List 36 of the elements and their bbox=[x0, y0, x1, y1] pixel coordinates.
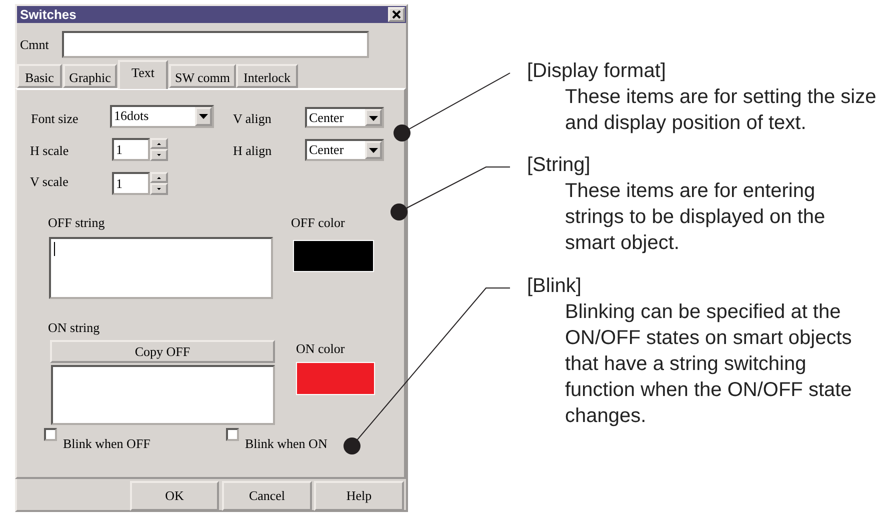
tab: Text bbox=[118, 60, 168, 89]
field-label: V scale bbox=[30, 174, 68, 190]
leader-line bbox=[394, 72, 510, 142]
field-label: V align bbox=[233, 111, 272, 127]
callout-heading: [String] bbox=[527, 153, 590, 178]
field-label: Font size bbox=[31, 111, 78, 127]
checkbox-label: Blink when ON bbox=[245, 436, 328, 452]
callout-description: Blinking can be specified at the ON/OFF states on smart objects that have a string switching function when the ON/OFF state changes. bbox=[565, 300, 853, 429]
tab: Basic bbox=[17, 64, 62, 88]
callout-heading: [Display format] bbox=[527, 59, 666, 84]
field-label: Cmnt bbox=[20, 37, 49, 53]
field-label: ON string bbox=[48, 320, 100, 336]
leader-line bbox=[344, 288, 510, 454]
tab: SW comm bbox=[169, 64, 236, 88]
help-button: Help bbox=[314, 481, 404, 511]
number-field: 1 bbox=[112, 172, 150, 195]
field-label: H align bbox=[233, 143, 272, 159]
tab: Graphic bbox=[63, 64, 117, 88]
number-field: 1 bbox=[112, 138, 150, 161]
callout-description: These items are for setting the size and display position of text. bbox=[565, 85, 877, 136]
copy-button: Copy OFF bbox=[50, 340, 275, 363]
dropdown-field: Center bbox=[305, 139, 384, 161]
callout-heading: [Blink] bbox=[527, 274, 582, 299]
leader-line bbox=[390, 166, 510, 220]
field-label: OFF color bbox=[291, 215, 345, 231]
checkbox-label: Blink when OFF bbox=[63, 436, 150, 452]
dropdown-field: 16dots bbox=[110, 105, 214, 128]
callout-description: These items are for entering strings to be displayed on the smart object. bbox=[565, 179, 826, 256]
field-label: OFF string bbox=[48, 215, 105, 231]
tab: Interlock bbox=[236, 64, 298, 88]
cancel-button: Cancel bbox=[222, 481, 312, 511]
field-label: ON color bbox=[296, 341, 345, 357]
field-label: H scale bbox=[30, 143, 69, 159]
ok-button: OK bbox=[130, 481, 219, 511]
dropdown-field: Center bbox=[305, 107, 384, 128]
dialog-title: Switches bbox=[20, 7, 76, 23]
